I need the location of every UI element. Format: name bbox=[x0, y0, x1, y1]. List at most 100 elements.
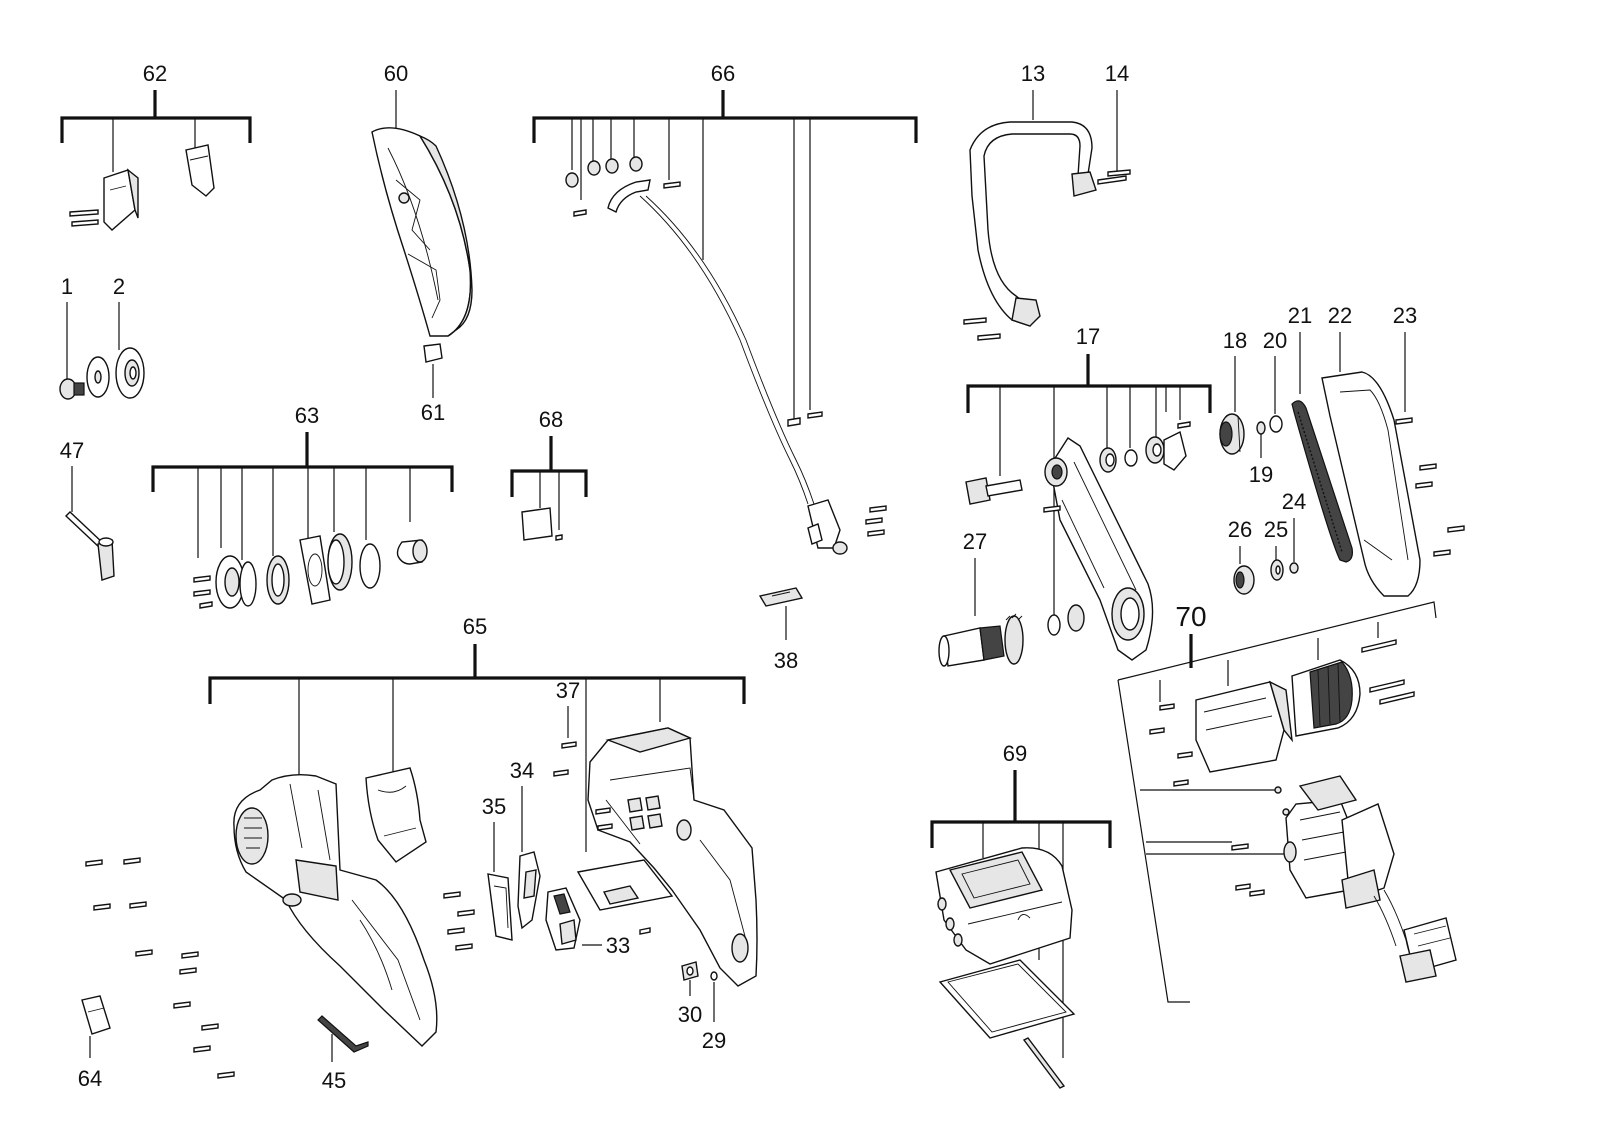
screws-65-right bbox=[553, 769, 651, 935]
label-23: 23 bbox=[1393, 303, 1417, 328]
label-27: 27 bbox=[963, 529, 987, 554]
label-17: 17 bbox=[1076, 324, 1100, 349]
small-parts-70 bbox=[1274, 786, 1290, 816]
label-30: 30 bbox=[678, 1002, 702, 1027]
group-68: 68 bbox=[510, 407, 588, 541]
label-45: 45 bbox=[322, 1068, 346, 1093]
bracket-part bbox=[103, 168, 139, 231]
pulley-part-18 bbox=[1219, 413, 1245, 455]
group-27: 27 bbox=[938, 529, 1024, 667]
label-63: 63 bbox=[295, 403, 319, 428]
label-22: 22 bbox=[1328, 303, 1352, 328]
group-13-14: 13 14 bbox=[963, 61, 1131, 341]
bearing-17c bbox=[1145, 436, 1165, 464]
wiring-harness-part bbox=[1373, 889, 1457, 983]
label-19: 19 bbox=[1249, 462, 1273, 487]
blade-guard-part bbox=[371, 127, 473, 337]
label-38: 38 bbox=[774, 648, 798, 673]
screws-62 bbox=[69, 209, 99, 227]
grommet-30 bbox=[681, 961, 699, 981]
label-21: 21 bbox=[1288, 303, 1312, 328]
label-34: 34 bbox=[510, 758, 534, 783]
label-69: 69 bbox=[1003, 741, 1027, 766]
label-20: 20 bbox=[1263, 328, 1287, 353]
washer-part bbox=[86, 356, 110, 398]
belt-cover-part-22 bbox=[1321, 371, 1421, 597]
group-33-37: 37 34 35 33 bbox=[482, 678, 630, 958]
fittings-66 bbox=[565, 156, 681, 217]
left-housing-part bbox=[233, 773, 438, 1047]
gasket-63 bbox=[299, 535, 331, 605]
base-plate-part bbox=[576, 859, 674, 911]
trigger-cover-34 bbox=[517, 851, 541, 930]
label-60: 60 bbox=[384, 61, 408, 86]
washer-part-25 bbox=[1270, 559, 1284, 581]
cover-63 bbox=[327, 533, 353, 591]
label-33: 33 bbox=[606, 933, 630, 958]
group-29-30: 30 29 bbox=[678, 961, 726, 1053]
controller-board-part bbox=[1283, 775, 1395, 909]
group-38: 38 bbox=[758, 587, 804, 673]
group-62: 62 bbox=[60, 61, 252, 231]
group-47: 47 bbox=[60, 438, 115, 581]
latch-part-61 bbox=[423, 343, 443, 363]
ring-63b bbox=[266, 555, 290, 605]
label-61: 61 bbox=[421, 400, 445, 425]
screws-70-short bbox=[1149, 703, 1265, 897]
group-17: 17 bbox=[965, 324, 1212, 661]
label-25: 25 bbox=[1264, 517, 1288, 542]
group-63: 63 bbox=[151, 403, 454, 609]
group-1-2: 1 2 bbox=[59, 274, 145, 400]
flange-part bbox=[115, 347, 145, 399]
screws-66 bbox=[787, 411, 887, 537]
label-29: 29 bbox=[702, 1028, 726, 1053]
switch-33 bbox=[545, 887, 581, 951]
cylinder-63 bbox=[396, 539, 428, 565]
o-ring-63c bbox=[359, 543, 381, 589]
screws-70-long bbox=[1361, 639, 1415, 705]
label-14: 14 bbox=[1105, 61, 1129, 86]
screws-63 bbox=[193, 575, 213, 609]
bearing-17a bbox=[1099, 447, 1117, 473]
air-deflector-part bbox=[365, 767, 427, 863]
water-hose-part bbox=[607, 179, 815, 505]
label-70: 70 bbox=[1175, 601, 1206, 632]
nut-part-24 bbox=[1289, 562, 1299, 574]
o-ring-63a bbox=[239, 561, 257, 607]
group-18-26: 18 20 21 22 23 19 bbox=[1219, 303, 1465, 597]
gasket-69 bbox=[938, 959, 1076, 1039]
label-62: 62 bbox=[143, 61, 167, 86]
label-13: 13 bbox=[1021, 61, 1045, 86]
group-45: 45 bbox=[317, 1015, 369, 1093]
nut-29 bbox=[710, 971, 718, 981]
clip-part bbox=[185, 144, 215, 197]
label-2: 2 bbox=[113, 274, 125, 299]
screws-23 bbox=[1395, 417, 1465, 557]
shaft-part-17 bbox=[965, 477, 1023, 505]
screws-14 bbox=[963, 169, 1131, 341]
group-64: 64 bbox=[78, 995, 111, 1091]
rod-69 bbox=[1022, 1037, 1066, 1089]
plate-17 bbox=[1163, 421, 1191, 471]
pulley-part-26 bbox=[1233, 565, 1255, 595]
screws-65-left bbox=[85, 857, 475, 1079]
label-1: 1 bbox=[61, 274, 73, 299]
group-60: 60 61 bbox=[371, 61, 473, 425]
plate-68 bbox=[521, 507, 563, 541]
drive-belt-part-21 bbox=[1291, 400, 1353, 563]
label-35: 35 bbox=[482, 794, 506, 819]
label-26: 26 bbox=[1228, 517, 1252, 542]
label-64: 64 bbox=[78, 1066, 102, 1091]
group-65: 65 bbox=[85, 614, 758, 1079]
bearing-plate-part bbox=[215, 555, 245, 609]
label-66: 66 bbox=[711, 61, 735, 86]
bearing-17b bbox=[1124, 449, 1138, 467]
wrench-part bbox=[64, 511, 115, 581]
pins-17 bbox=[1043, 505, 1085, 636]
nut-part-20 bbox=[1256, 415, 1283, 435]
right-housing-part bbox=[587, 727, 758, 987]
stator-part bbox=[1291, 659, 1361, 737]
group-66: 66 bbox=[532, 61, 918, 555]
armature-part bbox=[938, 613, 1024, 667]
